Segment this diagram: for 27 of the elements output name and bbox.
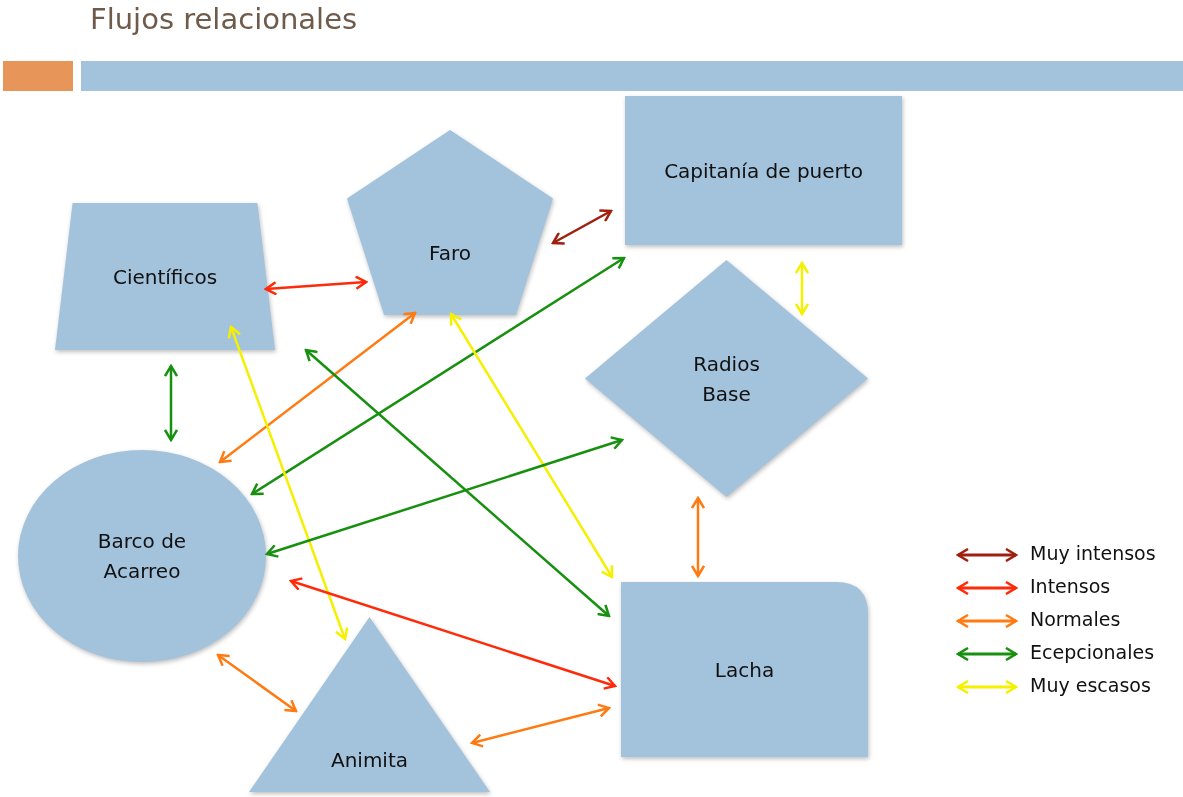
- double-arrow: [265, 436, 624, 558]
- double-arrow: [470, 703, 611, 748]
- double-arrow: [289, 577, 617, 690]
- double-arrow: [449, 312, 614, 579]
- legend-label: Muy escasos: [1030, 674, 1151, 696]
- double-arrow: [794, 261, 810, 316]
- node-label: Radios Base: [692, 350, 761, 408]
- double-arrow: [216, 653, 298, 713]
- node-label: Científicos: [111, 263, 219, 291]
- node-label: Faro: [428, 239, 472, 267]
- node-label: Capitanía de puerto: [663, 157, 864, 185]
- legend-label: Muy intensos: [1030, 542, 1156, 564]
- node-label: Barco de Acarreo: [96, 528, 188, 585]
- legend-label: Ecepcionales: [1030, 641, 1155, 663]
- legend-label: Intensos: [1030, 575, 1111, 597]
- legend-label: Normales: [1030, 608, 1121, 630]
- double-arrow: [551, 209, 613, 245]
- double-arrow: [250, 256, 626, 496]
- double-arrow: [304, 348, 611, 618]
- node-label: Animita: [329, 746, 410, 774]
- double-arrow: [690, 496, 706, 578]
- double-arrow: [163, 364, 179, 442]
- title: Flujos relacionales: [90, 2, 358, 36]
- double-arrow: [218, 311, 417, 464]
- double-arrow: [227, 325, 349, 641]
- double-arrow: [264, 275, 368, 296]
- node-label: Lacha: [713, 656, 776, 684]
